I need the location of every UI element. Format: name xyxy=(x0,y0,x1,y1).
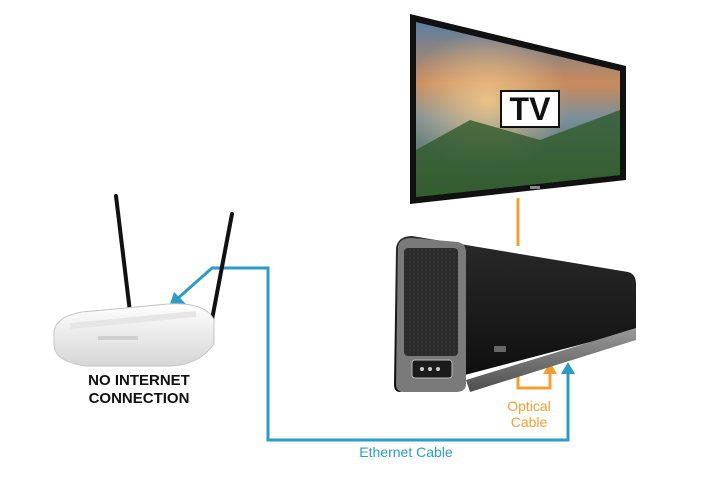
optical-cable-label: Optical Cable xyxy=(494,398,564,430)
router xyxy=(53,194,234,367)
soundbar-grille xyxy=(404,248,458,356)
router-antenna-left xyxy=(114,194,132,314)
soundbar xyxy=(394,236,636,392)
soundbar-status-light xyxy=(494,346,506,352)
tv-label: TV xyxy=(500,90,560,128)
ethernet-cable-label: Ethernet Cable xyxy=(359,444,453,460)
soundbar-button-icon xyxy=(420,367,424,371)
optical-cable xyxy=(516,198,552,390)
router-caption-line: NO INTERNET xyxy=(88,372,190,389)
ethernet-arrow-soundbar-icon xyxy=(561,362,575,374)
router-caption: NO INTERNET CONNECTION xyxy=(64,372,214,408)
ethernet-cable xyxy=(228,266,570,442)
router-antenna-right xyxy=(208,212,234,332)
tv-brand-logo xyxy=(530,186,540,189)
soundbar-base-trim xyxy=(466,328,636,392)
soundbar-button-icon xyxy=(428,367,432,371)
soundbar-button-icon xyxy=(436,367,440,371)
router-vent xyxy=(98,336,138,340)
router-caption-line: CONNECTION xyxy=(88,390,190,407)
optical-arrow-icon xyxy=(543,362,557,374)
tv xyxy=(410,14,626,204)
optical-label-line: Cable xyxy=(510,414,548,430)
router-body xyxy=(53,303,215,367)
optical-label-line: Optical xyxy=(507,398,551,414)
